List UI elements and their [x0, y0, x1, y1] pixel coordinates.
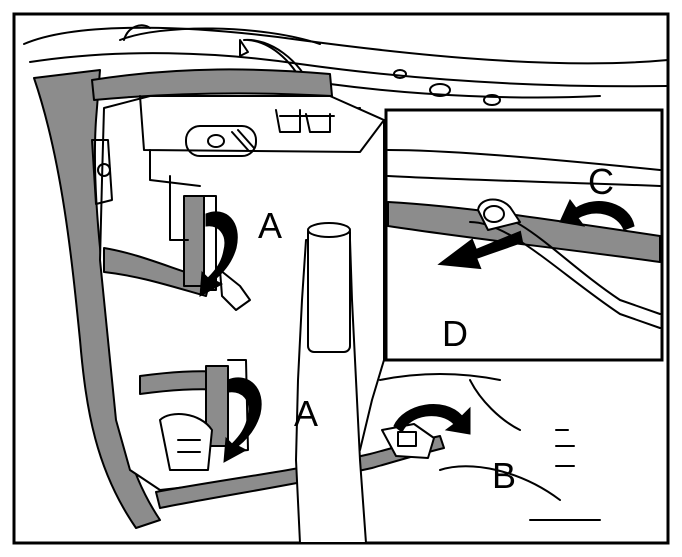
connector-b	[381, 423, 435, 459]
arrow-a-upper-icon	[199, 211, 238, 297]
inset-harness	[387, 201, 661, 263]
label-a-upper: A	[258, 205, 282, 246]
post-sleeve	[307, 225, 351, 353]
arrow-c-icon	[559, 199, 635, 231]
label-d: D	[442, 313, 468, 354]
curved-arrow-icon	[199, 199, 635, 463]
clip-a-upper	[169, 175, 251, 311]
lower-body-lines	[379, 373, 601, 521]
lens-adjuster	[185, 125, 257, 157]
body-panel-lines	[23, 24, 668, 106]
label-c: C	[588, 161, 614, 202]
arrow-b-icon	[393, 404, 471, 435]
straight-arrow-icon	[437, 230, 524, 270]
label-b: B	[492, 455, 516, 496]
arrow-a-lower-icon	[223, 377, 262, 463]
label-a-lower: A	[294, 393, 318, 434]
inset-detail	[384, 108, 664, 362]
clip-a-lower	[159, 359, 249, 471]
